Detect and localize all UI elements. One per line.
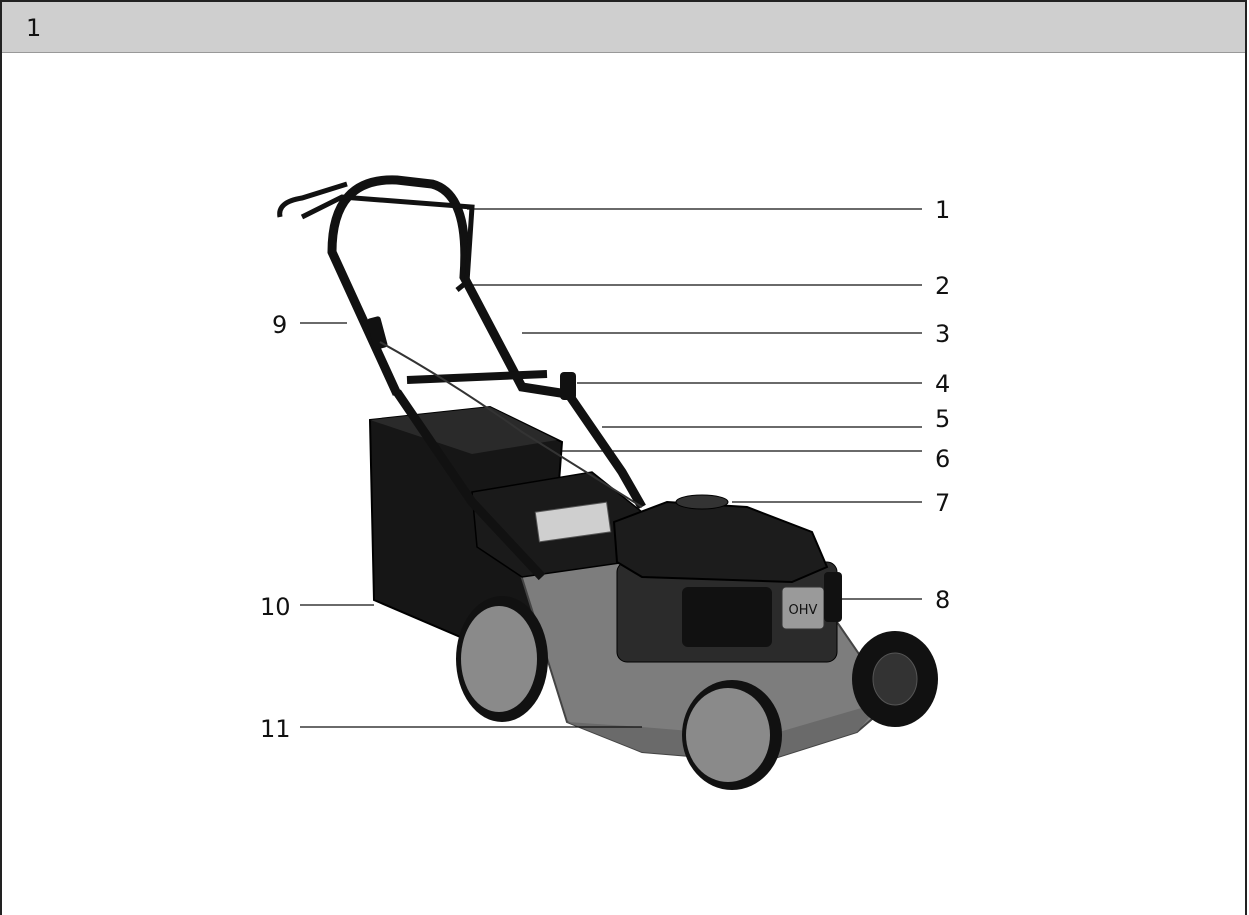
handle-cross-bar (406, 370, 548, 384)
upper-handle (327, 175, 568, 399)
engine-cover (612, 500, 829, 584)
callout-1: 1 (935, 196, 950, 224)
callout-11: 11 (260, 715, 291, 743)
rear-right-wheel (852, 631, 938, 727)
callout-8: 8 (935, 586, 950, 614)
callout-7: 7 (935, 489, 950, 517)
engine-badge: OHV (789, 603, 818, 618)
spark-plug-cover (824, 572, 842, 622)
brake-bail-bar (277, 181, 348, 218)
callout-9: 9 (272, 311, 287, 339)
handle-quick-release (560, 372, 576, 400)
rear-left-wheel (456, 596, 548, 722)
drive-bail-bar (300, 194, 475, 292)
warning-label (534, 501, 612, 543)
callout-4: 4 (935, 370, 950, 398)
callout-3: 3 (935, 320, 950, 348)
figure-number: 1 (26, 14, 42, 42)
callout-2: 2 (935, 272, 950, 300)
control-cable (379, 341, 643, 508)
fuel-cap (675, 494, 729, 510)
air-filter (682, 587, 772, 647)
front-left-wheel (682, 680, 782, 790)
lower-handle-left (393, 389, 546, 581)
deck-front-lip (567, 702, 882, 762)
callout-5: 5 (935, 405, 950, 433)
callout-6: 6 (935, 445, 950, 473)
throttle-lever (367, 316, 388, 350)
callout-10: 10 (260, 593, 291, 621)
lower-handle-right (563, 389, 646, 510)
figure-header-bar: 1 (2, 2, 1245, 53)
